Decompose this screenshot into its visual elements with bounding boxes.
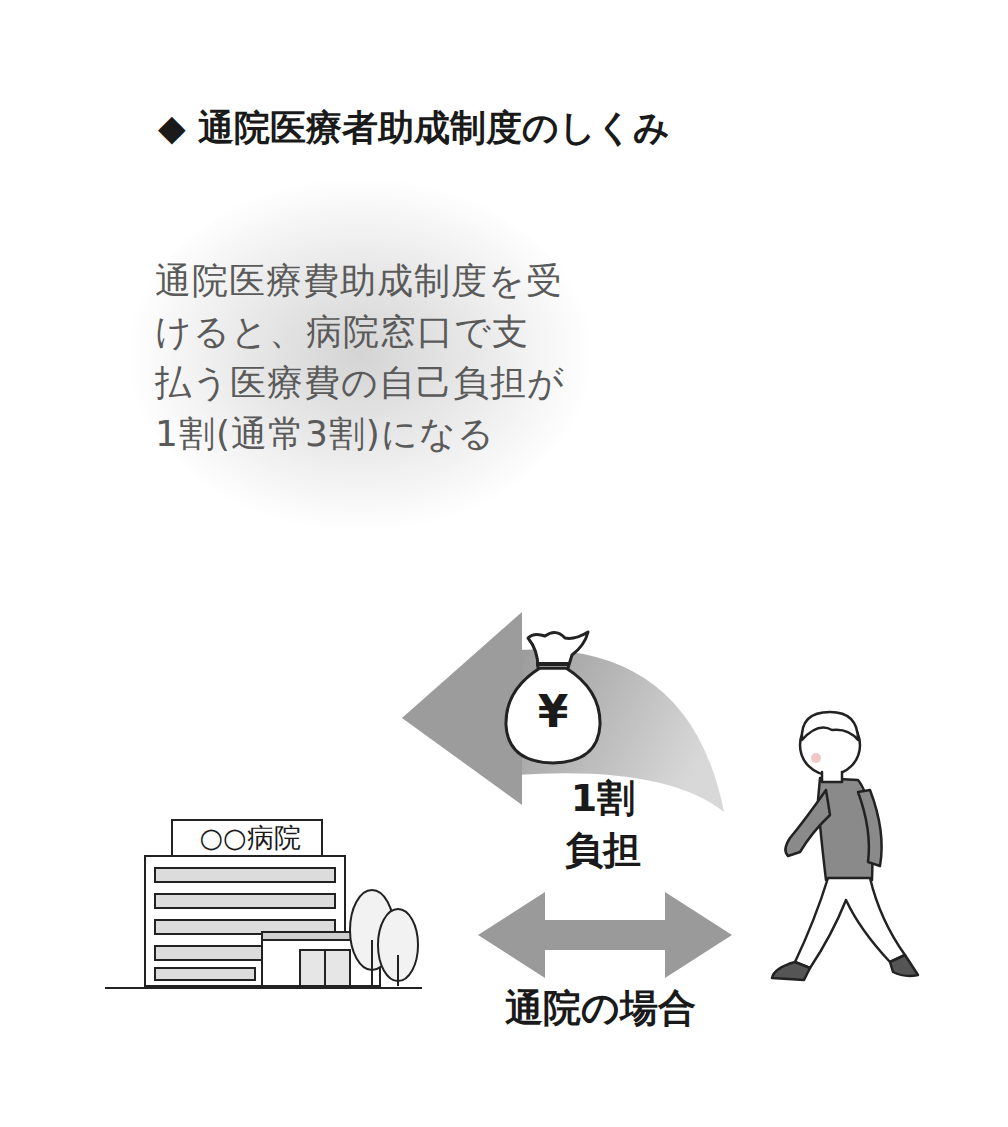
yen-symbol: ¥ (523, 686, 583, 738)
walking-person (772, 712, 918, 980)
explanation-text: 通院医療費助成制度を受けると、病院窓口で支払う医療費の自己負担が1割(通常3割)… (155, 255, 565, 459)
money-bag (506, 632, 600, 763)
burden-label: 1割 負担 (548, 772, 658, 876)
title: ◆ 通院医療者助成制度のしくみ (158, 104, 670, 153)
payment-arrow (402, 612, 724, 812)
visit-label: 通院の場合 (470, 984, 730, 1032)
glow-text-area: 通院医療費助成制度を受けると、病院窓口で支払う医療費の自己負担が1割(通常3割)… (130, 180, 590, 529)
hospital-sign: ○○病院 (180, 820, 320, 856)
hospital-illustration (105, 820, 422, 988)
visit-double-arrow (478, 892, 732, 978)
